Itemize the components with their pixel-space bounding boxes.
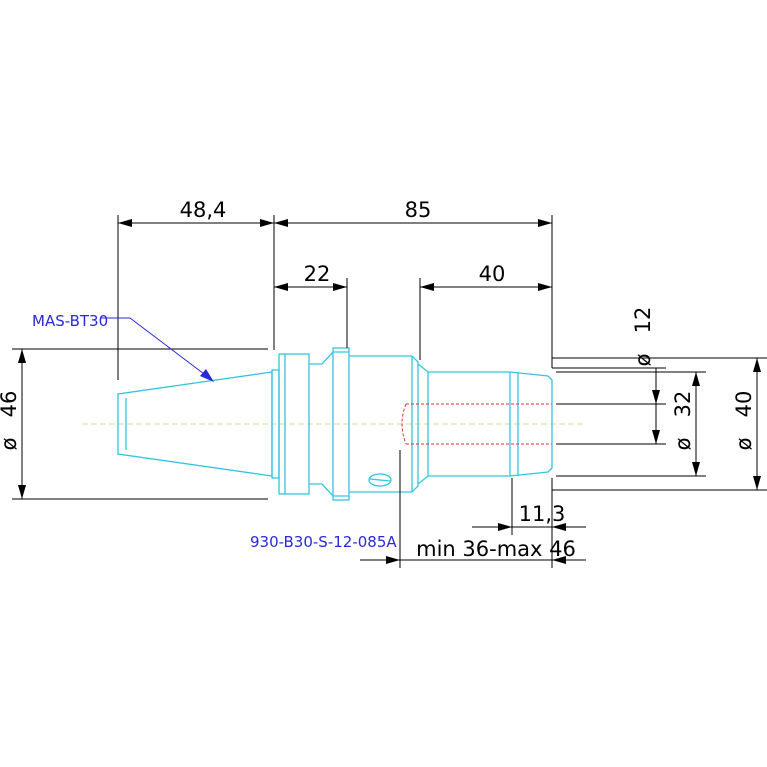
dia-12-symbol: ø bbox=[631, 353, 655, 366]
dia-32-symbol: ø bbox=[671, 437, 695, 450]
drawing-sheet bbox=[0, 200, 767, 567]
dimension-arrows bbox=[18, 219, 761, 564]
holder-nose bbox=[417, 363, 553, 485]
taper-leader-arrow bbox=[200, 369, 214, 382]
holder-body bbox=[349, 355, 419, 493]
dia-32-value: 32 bbox=[671, 391, 695, 418]
dia-40-symbol: ø bbox=[732, 437, 756, 450]
hidden-bore bbox=[401, 403, 552, 445]
set-screw bbox=[368, 473, 392, 487]
dia-12-value: 12 bbox=[631, 307, 655, 334]
part-number-label: 930-B30-S-12-085A bbox=[250, 533, 397, 551]
dim-48-4: 48,4 bbox=[180, 198, 227, 222]
dim-22: 22 bbox=[304, 262, 331, 286]
dim-85: 85 bbox=[405, 198, 432, 222]
dim-11-3: 11,3 bbox=[519, 502, 566, 526]
tool-holder-outline bbox=[117, 347, 553, 501]
dimension-lines bbox=[12, 215, 767, 568]
dia-40-value: 40 bbox=[732, 391, 756, 418]
v-groove bbox=[309, 351, 349, 365]
dim-40-length: 40 bbox=[479, 262, 506, 286]
flange-collar bbox=[278, 353, 310, 495]
dim-min-max: min 36-max 46 bbox=[416, 537, 576, 561]
taper-leader bbox=[100, 317, 213, 381]
dia-46-symbol: ø bbox=[0, 437, 21, 450]
taper-standard-label: MAS-BT30 bbox=[32, 312, 108, 330]
dia-46-value: 46 bbox=[0, 391, 21, 418]
